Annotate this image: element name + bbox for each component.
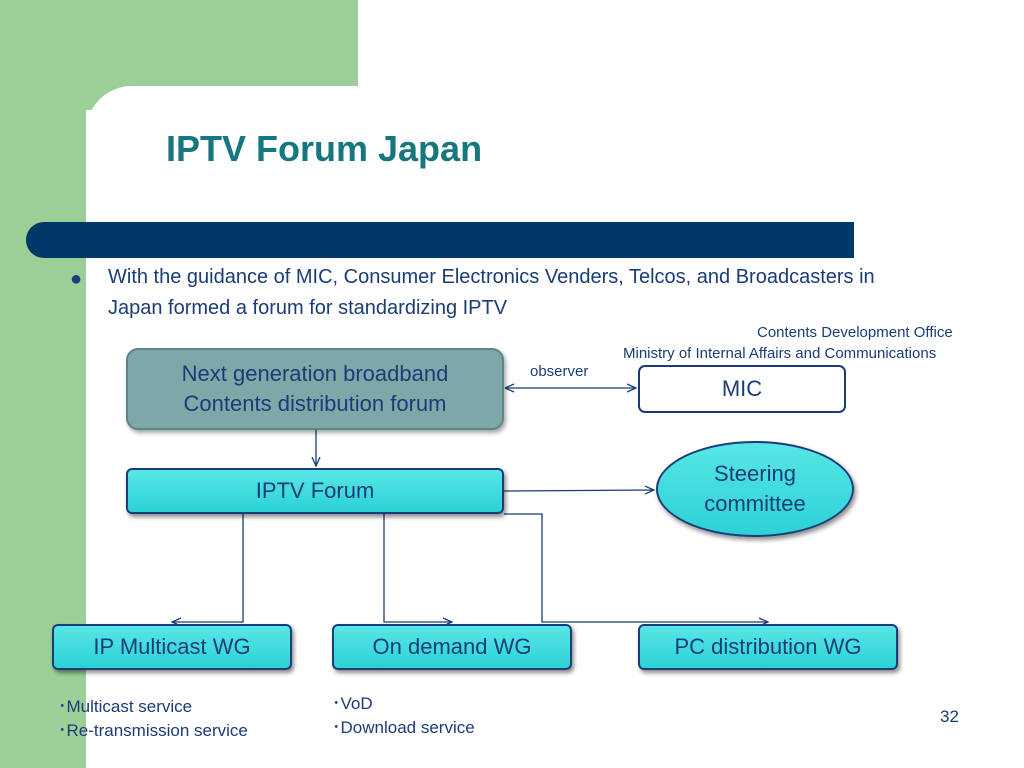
pc-distribution-wg-box: PC distribution WG bbox=[638, 624, 898, 670]
multicast-items-list: ･Multicast service ･Re-transmission serv… bbox=[58, 695, 248, 743]
iptv-forum-label: IPTV Forum bbox=[255, 478, 375, 503]
forum-label-line1: Next generation broadband bbox=[181, 361, 449, 386]
list-item: ･Re-transmission service bbox=[58, 721, 248, 740]
list-item: ･VoD bbox=[332, 694, 373, 713]
list-item: ･Multicast service bbox=[58, 697, 193, 716]
multicast-connector bbox=[172, 514, 244, 622]
steering-committee-node: Steering committee bbox=[656, 441, 854, 537]
ip-multicast-wg-box: IP Multicast WG bbox=[52, 624, 292, 670]
next-gen-forum-box: Next generation broadband Contents distr… bbox=[126, 348, 504, 430]
bullet-icon: ● bbox=[70, 268, 83, 290]
steering-line2: committee bbox=[704, 491, 806, 516]
observer-label: observer bbox=[530, 363, 589, 380]
pc-distribution-wg-label: PC distribution WG bbox=[674, 634, 862, 659]
forum-label-line2: Contents distribution forum bbox=[183, 391, 447, 416]
iptv-forum-box: IPTV Forum bbox=[126, 468, 504, 514]
on-demand-wg-box: On demand WG bbox=[332, 624, 572, 670]
ondemand-items-list: ･VoD ･Download service bbox=[332, 692, 475, 740]
page-number: 32 bbox=[940, 707, 959, 726]
ip-multicast-wg-label: IP Multicast WG bbox=[93, 634, 251, 659]
bullet-text: With the guidance of MIC, Consumer Elect… bbox=[108, 266, 875, 319]
on-demand-wg-label: On demand WG bbox=[372, 634, 532, 659]
pc-connector bbox=[504, 513, 768, 622]
iptv-to-steering-arrow bbox=[503, 490, 654, 491]
ondemand-connector bbox=[383, 514, 452, 622]
title-divider-bar bbox=[26, 222, 854, 258]
mic-note-office: Contents Development Office bbox=[757, 324, 953, 341]
mic-label: MIC bbox=[721, 376, 763, 401]
steering-line1: Steering bbox=[714, 461, 796, 486]
mic-box: MIC bbox=[638, 365, 846, 413]
slide-title: IPTV Forum Japan bbox=[166, 128, 483, 169]
mic-note-ministry: Ministry of Internal Affairs and Communi… bbox=[623, 345, 937, 362]
list-item: ･Download service bbox=[332, 718, 475, 737]
